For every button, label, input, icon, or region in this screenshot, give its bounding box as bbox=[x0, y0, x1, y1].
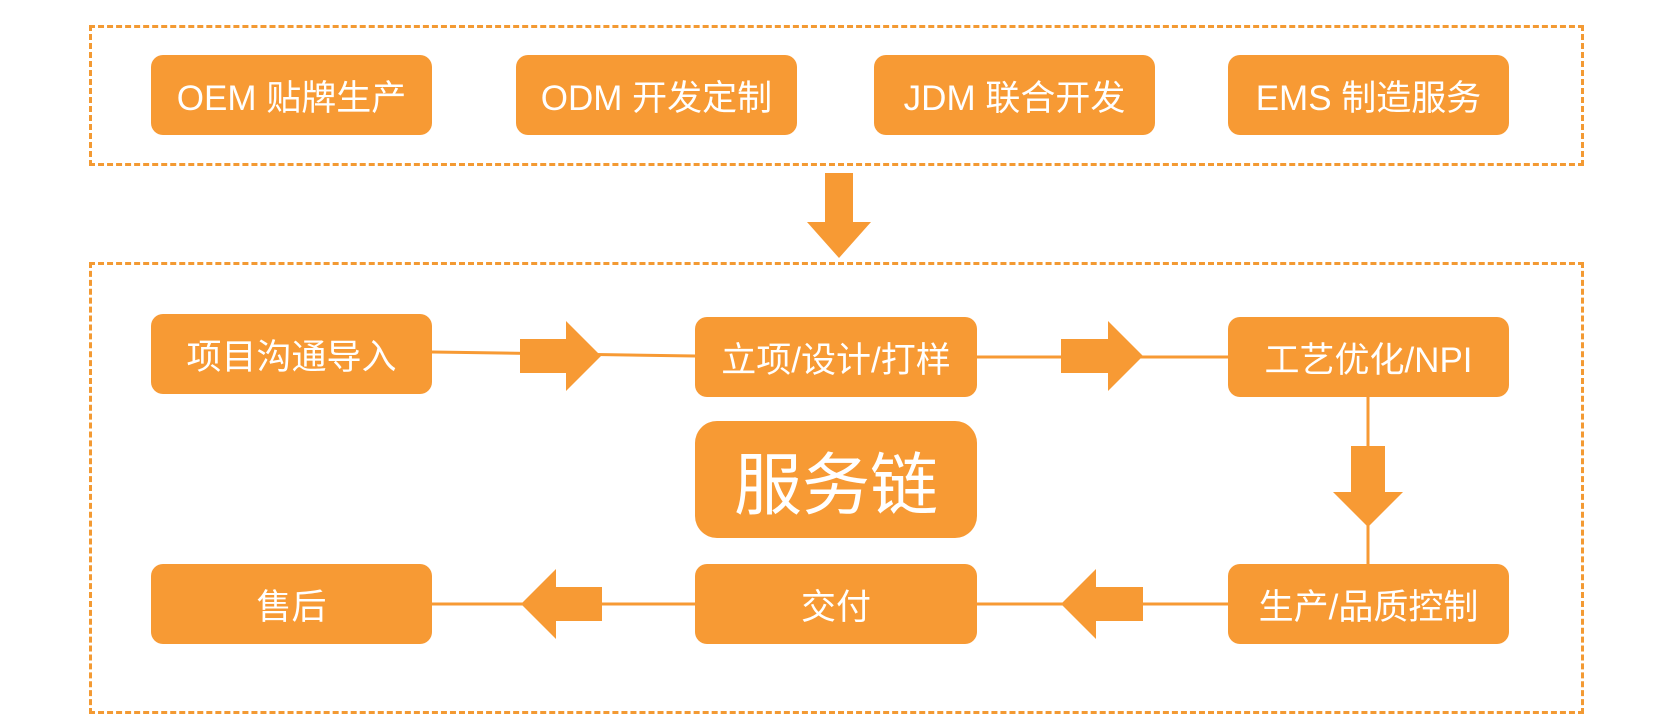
down-arrow-icon bbox=[807, 173, 871, 258]
down-arrow-icon bbox=[1333, 446, 1403, 527]
service-chain-title: 服务链 bbox=[695, 421, 977, 538]
step-delivery: 交付 bbox=[695, 564, 977, 644]
odm-box: ODM 开发定制 bbox=[516, 55, 797, 135]
step-project-intro: 项目沟通导入 bbox=[151, 314, 432, 394]
step-production: 生产/品质控制 bbox=[1228, 564, 1509, 644]
right-arrow-icon bbox=[520, 321, 601, 391]
business-models-frame bbox=[89, 25, 1584, 166]
left-arrow-icon bbox=[1061, 569, 1143, 639]
step-after-sales: 售后 bbox=[151, 564, 432, 644]
step-design: 立项/设计/打样 bbox=[695, 317, 977, 397]
ems-box: EMS 制造服务 bbox=[1228, 55, 1509, 135]
right-arrow-icon bbox=[1061, 321, 1143, 391]
step-process: 工艺优化/NPI bbox=[1228, 317, 1509, 397]
left-arrow-icon bbox=[521, 569, 602, 639]
jdm-box: JDM 联合开发 bbox=[874, 55, 1155, 135]
oem-box: OEM 贴牌生产 bbox=[151, 55, 432, 135]
